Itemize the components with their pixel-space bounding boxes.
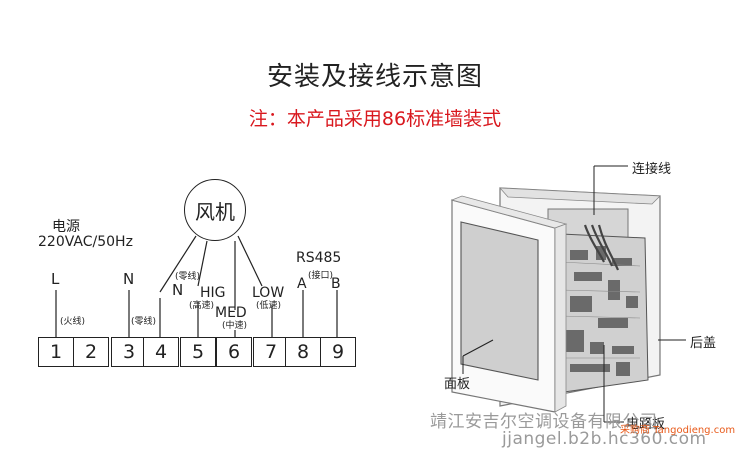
wire-sub-med: (中速) (222, 321, 248, 331)
label-connection-cable: 连接线 (632, 162, 672, 177)
rs485-label: RS485 (296, 250, 342, 266)
label-circuit-board: 电路板 (626, 417, 666, 432)
page-subtitle: 注：本产品采用86标准墙装式 (248, 108, 502, 130)
page-title: 安装及接线示意图 (266, 62, 483, 92)
wire-low (237, 235, 263, 287)
wire-sub-hig: (高速) (189, 301, 215, 311)
terminal-2: 2 (73, 337, 109, 367)
label-panel: 面板 (444, 377, 471, 392)
wire-label-n1: N (123, 270, 135, 288)
wire-hig (197, 240, 208, 287)
wire-label-b: B (331, 276, 341, 292)
wire-sub-n2: (零线) (175, 272, 201, 282)
panel-screen-shape (460, 221, 539, 381)
wire-sub-n1: (零线) (131, 317, 157, 327)
terminal-1: 1 (38, 337, 74, 367)
rs485-sub: (接口) (308, 271, 334, 281)
wire-label-med: MED (215, 305, 247, 321)
terminal-6: 6 (216, 337, 252, 367)
wire-label-a: A (297, 276, 307, 292)
wire-label-hig: HIG (200, 285, 226, 301)
power-spec: 220VAC/50Hz (38, 234, 133, 250)
wire-sub-low: (低速) (256, 301, 282, 311)
terminal-4: 4 (143, 337, 179, 367)
wire-label-n2: N (172, 281, 184, 299)
terminal-5: 5 (180, 337, 216, 367)
terminal-3: 3 (111, 337, 147, 367)
watermark-red: 采购商 Tangodieng.com (620, 425, 736, 436)
wire-fan-n (159, 235, 197, 293)
watermark-url: jjangel.b2b.hc360.com (502, 429, 707, 449)
wire-sub-l: (火线) (60, 317, 86, 327)
wire-label-l: L (51, 270, 60, 288)
terminal-7: 7 (253, 337, 289, 367)
wire-label-low: LOW (252, 285, 285, 301)
power-label: 电源 (52, 219, 80, 235)
label-back-cover: 后盖 (690, 336, 717, 351)
fan-circle (184, 179, 246, 241)
watermark-company: 靖江安吉尔空调设备有限公司 (430, 412, 658, 432)
terminal-9: 9 (320, 337, 356, 367)
fan-label: 风机 (195, 200, 235, 224)
